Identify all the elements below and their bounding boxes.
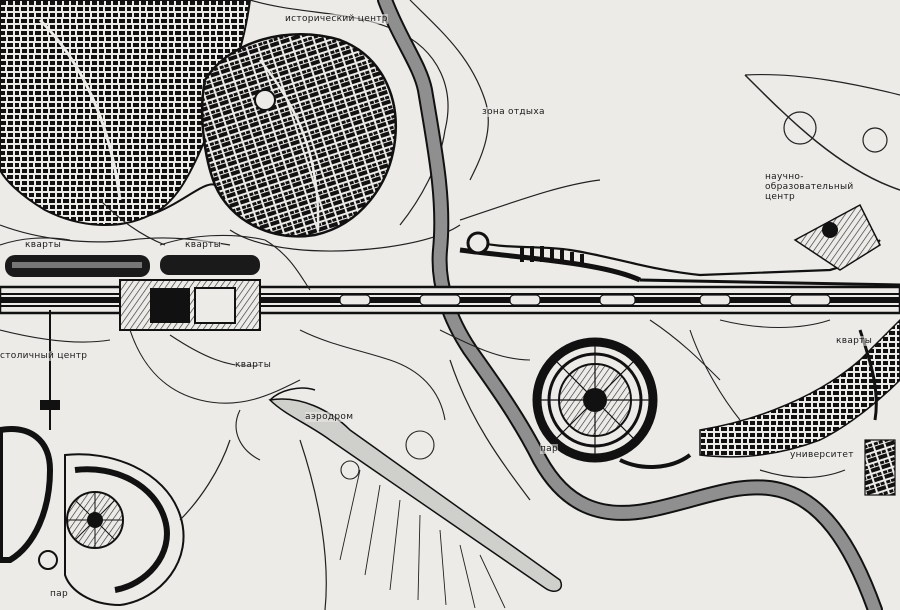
- river: [377, 0, 883, 610]
- radial-park-complex: [532, 337, 692, 469]
- west-arcs: [0, 234, 311, 291]
- transit-spine: [0, 247, 900, 331]
- science-pier: [466, 73, 900, 277]
- label-airport: аэродром: [305, 412, 354, 422]
- label-quarters-west: кварты: [25, 240, 62, 250]
- label-quarters-center: кварты: [185, 240, 222, 250]
- airport-zone: [268, 359, 562, 610]
- outline-strokes: [0, 0, 601, 252]
- label-quarters-east: кварты: [836, 336, 873, 346]
- label-quarters-south: кварты: [235, 360, 272, 370]
- label-park-center: пар: [540, 444, 559, 454]
- label-rest-zone: зона отдыха: [482, 107, 545, 117]
- label-capital-center: столичный центр: [0, 351, 88, 361]
- park-complex-west: [0, 310, 231, 607]
- old-city-blocks: [0, 0, 397, 238]
- label-science-center: научно-образовательный центр: [765, 172, 854, 202]
- label-university-center: университет: [790, 450, 854, 460]
- label-historic-center: исторический центр: [285, 14, 388, 24]
- label-park-west: пар: [50, 589, 69, 599]
